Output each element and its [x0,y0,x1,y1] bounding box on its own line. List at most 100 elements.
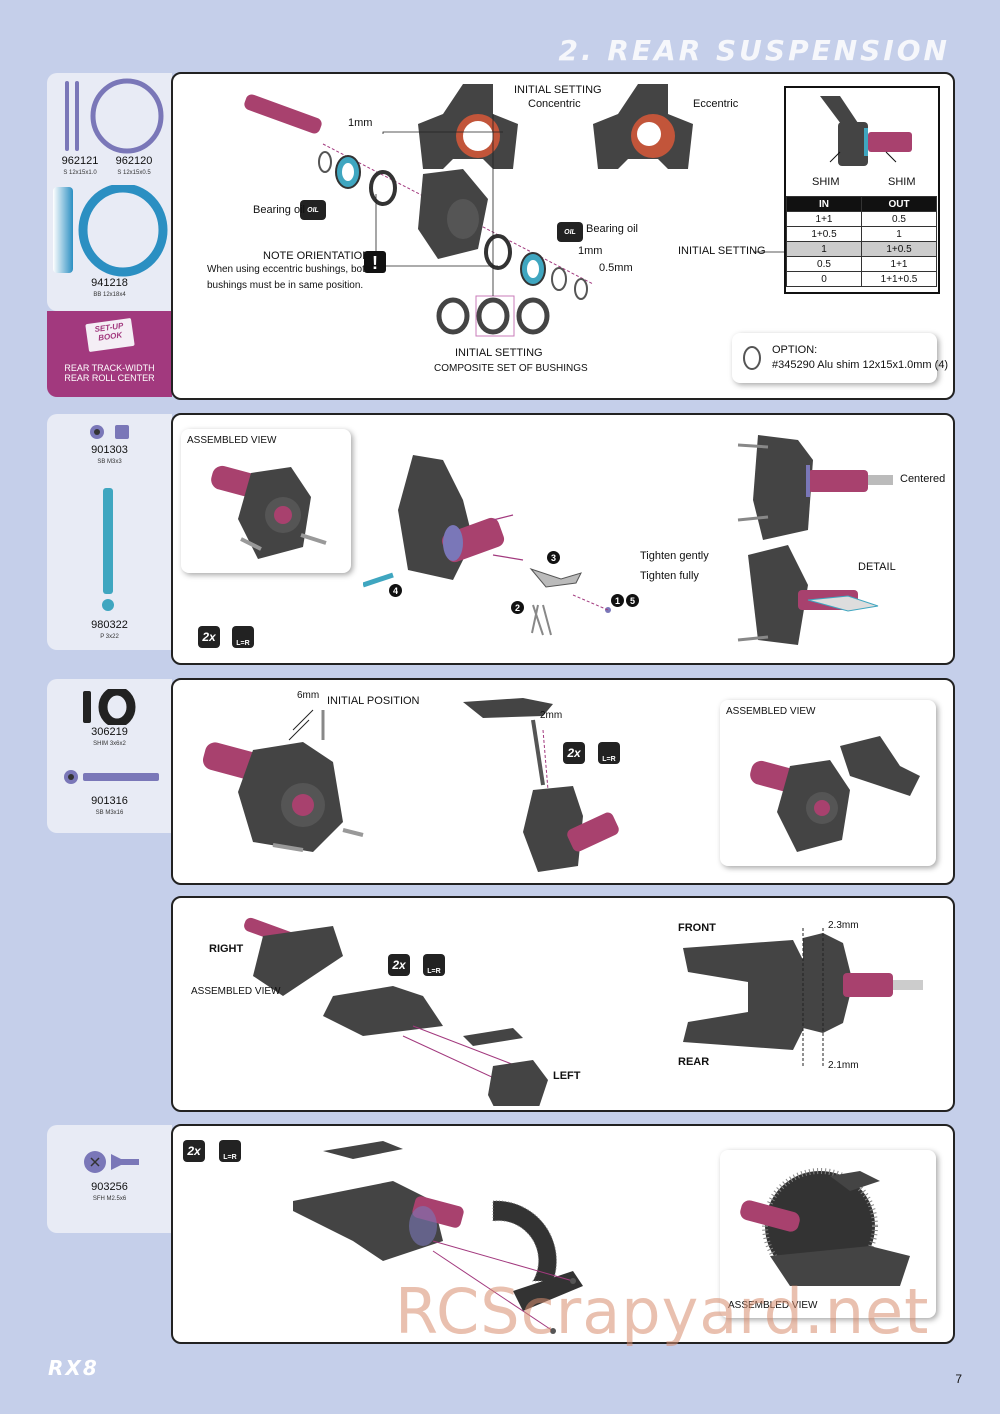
badge-2x: 2x [388,954,410,976]
shim-cell: 0.5 [786,256,862,272]
option-text: #345290 Alu shim 12x15x1.0mm (4) [772,359,949,371]
label-2-1mm: 2.1mm [828,1060,859,1071]
step3-assembled-diagram [750,736,920,852]
step2-panel: ASSEMBLED VIEW 3 4 2 1 5 Tighten gently … [171,413,955,665]
label-composite-line2: COMPOSITE SET OF BUSHINGS [434,363,588,374]
shim-header-out: OUT [861,196,937,212]
shim-option-icon [743,346,761,370]
oil-icon-left: OIL [300,200,326,220]
label-1mm-left: 1mm [348,117,373,129]
step-number-2: 2 [511,601,524,614]
watermark: RCScrapyard.net [395,1275,930,1348]
label-tighten-gently: Tighten gently [640,550,709,562]
label-eccentric: Eccentric [693,98,739,110]
rx8-logo: RX8 [48,1356,99,1380]
shim-cell: 1+1 [861,256,937,272]
step1-panel: ! OIL OIL 1mm Bearing oil NOTE ORIENTATI… [171,72,955,400]
shim-washer-icon [83,689,136,725]
step5-assembled-diagram [740,1168,910,1286]
pin-icon [102,488,114,611]
setup-line2: REAR ROLL CENTER [64,373,155,383]
shim-diagram [820,96,912,166]
step4-diagram [244,917,548,1106]
label-centered: Centered [900,473,946,485]
set-screw-icon [90,425,129,439]
setup-line1: REAR TRACK-WIDTH [64,363,155,373]
label-shim-in: SHIM [812,176,840,188]
shim-cell: 1+1+0.5 [861,271,937,287]
step4-panel: RIGHT ASSEMBLED VIEW 2x L=R LEFT FRONT R… [171,896,955,1112]
label-rear: REAR [678,1056,710,1068]
label-6mm: 6mm [297,690,320,701]
step5-panel: 2x L=R ASSEMBLED VIEW [171,1124,955,1344]
note-line1: When using eccentric bushings, both [207,264,371,275]
label-detail: DETAIL [858,561,896,573]
badge-l-equals-r: L=R [423,954,445,976]
shim-cell: 1+1 [786,211,862,227]
label-table-initial: INITIAL SETTING [678,245,766,257]
label-initial-setting: INITIAL SETTING [514,84,602,96]
step4-assembled-label: ASSEMBLED VIEW [191,986,281,997]
svg-text:!: ! [372,253,378,273]
step3-diagram [202,698,619,872]
step5-assembled-card: ASSEMBLED VIEW [720,1150,936,1318]
badge-l-equals-r: L=R [598,742,620,764]
step5-assembled-label: ASSEMBLED VIEW [728,1300,818,1311]
label-composite-line1: INITIAL SETTING [455,347,543,359]
step3-panel: 6mm INITIAL POSITION 2mm 2x L=R ASSEMBLE… [171,678,955,885]
page-number: 7 [955,1372,962,1386]
bearing-icon [53,185,168,277]
label-shim-out: SHIM [888,176,916,188]
label-1mm-right: 1mm [578,245,603,257]
step-number-1: 1 [611,594,624,607]
shim-cell: 1 [861,226,937,242]
screw-icon [64,770,159,784]
badge-2x: 2x [198,626,220,648]
step3-assembled-label: ASSEMBLED VIEW [726,706,816,717]
badge-2x: 2x [563,742,585,764]
label-2-3mm: 2.3mm [828,920,859,931]
shim-cell: 1+0.5 [786,226,862,242]
label-0-5mm: 0.5mm [599,262,633,274]
label-concentric: Concentric [528,98,581,110]
option-title: OPTION: [772,344,818,356]
step5-exploded-diagram [293,1141,583,1334]
shim-header-in: IN [786,196,862,212]
label-tighten-fully: Tighten fully [640,570,699,582]
step-number-3: 3 [547,551,560,564]
label-right: RIGHT [209,943,244,955]
label-initial-position: INITIAL POSITION [327,695,420,707]
badge-2x: 2x [183,1140,205,1162]
step-number-4: 4 [389,584,402,597]
page-title: 2. REAR SUSPENSION [558,34,950,67]
oil-icon-right: OIL [557,222,583,242]
countersunk-screw-icon [84,1151,139,1173]
shim-cell: 1+0.5 [861,241,937,257]
shim-cell: 1 [786,241,862,257]
step1-exploded-diagram: ! [244,84,785,337]
note-line2: bushings must be in same position. [207,280,364,291]
label-bearing-oil-left: Bearing oil [253,204,305,216]
label-bearing-oil-right: Bearing oil [586,223,638,235]
shim-cell: 0 [786,271,862,287]
step2-assembled-label: ASSEMBLED VIEW [187,435,277,446]
warning-icon [364,251,386,273]
shim-cell: 0.5 [861,211,937,227]
step2-detail-diagram [737,435,893,645]
note-orientation-title: NOTE ORIENTATION [263,250,371,262]
